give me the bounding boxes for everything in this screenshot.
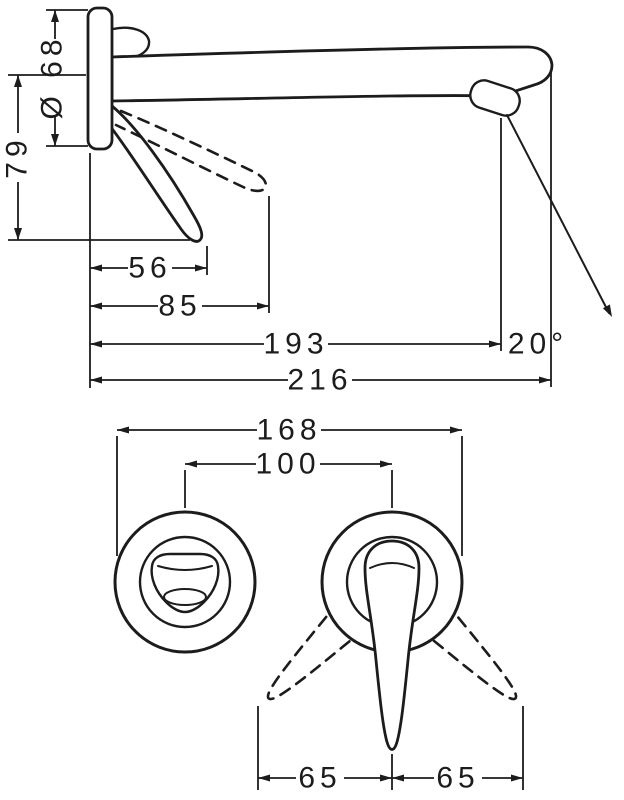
label-56: 56	[128, 252, 171, 285]
front-view	[113, 510, 518, 751]
label-193: 193	[263, 328, 328, 361]
dim-168	[116, 426, 463, 556]
handle-front-seam	[369, 562, 415, 569]
dim-85	[90, 196, 270, 313]
dim-56	[90, 246, 208, 275]
handle-front-solid	[363, 539, 421, 751]
stream-line	[506, 114, 610, 314]
label-height-79: 79	[1, 135, 34, 178]
dim-216	[90, 72, 552, 387]
dim-height-79	[8, 74, 190, 241]
handle-front-dashed-left	[266, 540, 427, 701]
label-65-left: 65	[298, 762, 341, 795]
dim-65-left	[257, 706, 393, 790]
front-view-dimensions	[116, 426, 524, 790]
label-168: 168	[256, 414, 321, 447]
dim-100	[184, 460, 393, 508]
spout-front-seam	[157, 565, 213, 571]
label-65-right: 65	[436, 762, 479, 795]
label-diameter-68: Ø 68	[36, 34, 69, 119]
mounting-bracket	[111, 26, 151, 60]
handle-side-dashed	[114, 109, 268, 193]
dimension-labels: Ø 68 79 56 85 193 20° 216 168 100 65 65	[1, 34, 568, 795]
stream-arrowhead	[602, 304, 612, 317]
handle-side-solid	[108, 104, 204, 243]
dim-diameter-68	[46, 9, 88, 147]
dim-65-right	[392, 706, 524, 790]
label-100: 100	[255, 448, 320, 481]
wall-plate	[86, 6, 114, 151]
aerator	[469, 79, 521, 117]
label-85: 85	[158, 290, 201, 323]
side-view	[86, 6, 612, 317]
dim-193	[90, 118, 502, 351]
side-view-dimensions	[8, 9, 552, 388]
aerator-front	[163, 588, 207, 606]
handle-front-dashed-right	[357, 540, 518, 701]
spout	[110, 45, 554, 103]
label-20deg: 20°	[508, 328, 568, 361]
label-216: 216	[287, 364, 352, 397]
